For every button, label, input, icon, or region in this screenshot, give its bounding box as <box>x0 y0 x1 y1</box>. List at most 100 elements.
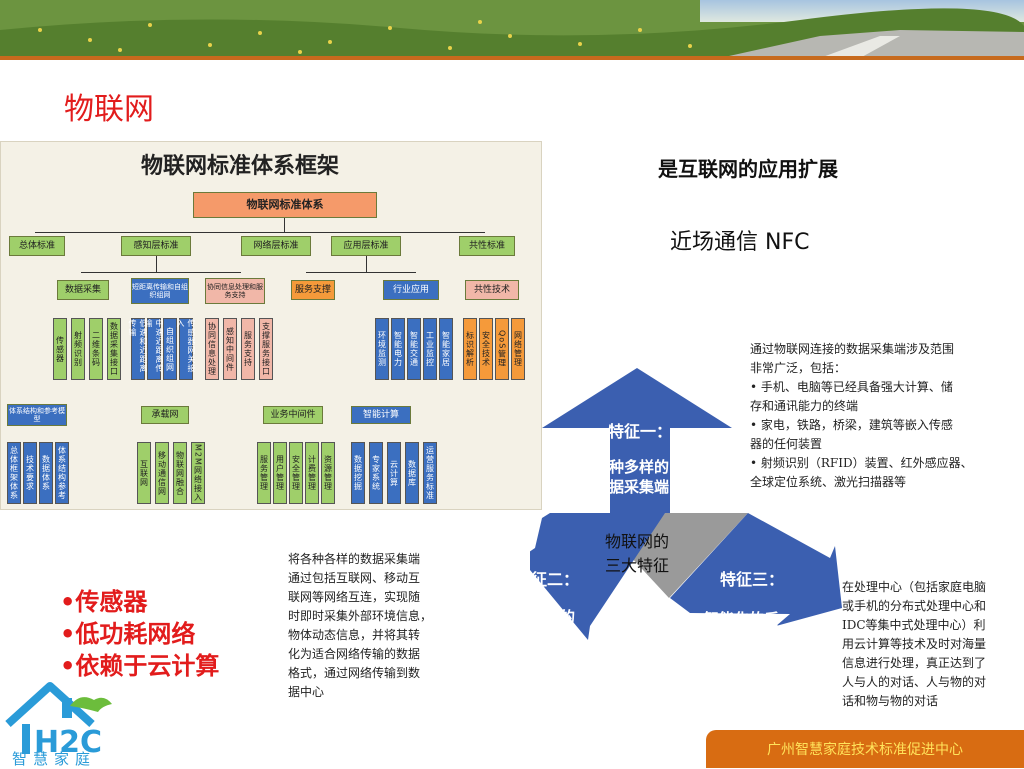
level2-data-collection: 数据采集 <box>57 280 109 300</box>
level2-architecture: 体系结构和参考模型 <box>7 404 67 426</box>
framework-root: 物联网标准体系 <box>193 192 377 218</box>
leaf: 数据库 <box>405 442 419 504</box>
note-line: 非常广泛，包括： <box>750 361 847 375</box>
feature1-body-line2: 数据采集端 <box>594 478 670 496</box>
logo-letters: H2C <box>34 725 102 760</box>
note-line: 通过包括互联网、移动互 <box>288 571 421 585</box>
iot-standard-framework-diagram: 物联网标准体系框架 物联网标准体系 总体标准 感知层标准 网络层标准 应用层标准… <box>0 141 542 510</box>
connector <box>366 256 367 272</box>
leaf: 计费管理 <box>305 442 319 504</box>
level1-common: 共性标准 <box>459 236 515 256</box>
banner-divider <box>0 56 1024 60</box>
note-line: • 家电，铁路，桥梁，建筑等嵌入传感 <box>750 418 953 432</box>
leaf: 数据体系 <box>39 442 53 504</box>
level1-application: 应用层标准 <box>331 236 401 256</box>
level1-network: 网络层标准 <box>241 236 311 256</box>
leaf: 智能家居 <box>439 318 453 380</box>
connector <box>156 256 157 272</box>
note-line: 时即时采集外部环境信息， <box>288 609 433 623</box>
leaf: 工业监控 <box>423 318 437 380</box>
level1-perception: 感知层标准 <box>121 236 191 256</box>
page-title: 物联网 <box>64 92 154 127</box>
level1-overall: 总体标准 <box>9 236 65 256</box>
note-data-collection: 通过物联网连接的数据采集端涉及范围 非常广泛，包括： • 手机、电脑等已经具备强… <box>750 340 1020 492</box>
note-line: 化为适合网络传输的数据 <box>288 647 421 661</box>
leaf: 网络管理 <box>511 318 525 380</box>
level2-middleware: 业务中间件 <box>263 406 323 424</box>
level2-bearer-network: 承载网 <box>141 406 189 424</box>
feature3-arrow <box>670 513 842 626</box>
level2-smart-computing: 智能计算 <box>351 406 411 424</box>
note-line: 人与人的对话、人与物的对 <box>842 675 987 689</box>
logo-text: 智慧家庭 <box>12 750 97 768</box>
note-line: 据中心 <box>288 685 325 699</box>
bullet-item: •依赖于云计算 <box>60 652 220 680</box>
leaf: 移动通信网 <box>155 442 169 504</box>
leaf: 数据挖掘 <box>351 442 365 504</box>
leaf: 自组织组网 <box>163 318 177 380</box>
leaf: 物联网融合 <box>173 442 187 504</box>
leaf: 服务管理 <box>257 442 271 504</box>
leaf: 智能交通 <box>407 318 421 380</box>
leaf: 安全技术 <box>479 318 493 380</box>
note-line: 用云计算等技术及时对海量 <box>842 637 987 651</box>
note-line: 或手机的分布式处理中心和 <box>842 599 987 613</box>
leaf: 体系结构参考 <box>55 442 69 504</box>
nfc-label: 近场通信 NFC <box>670 230 810 255</box>
note-line: 在处理中心（包括家庭电脑 <box>842 580 987 594</box>
leaf: 安全管理 <box>289 442 303 504</box>
leaf: 环境监测 <box>375 318 389 380</box>
leaf: 技术要求 <box>23 442 37 504</box>
bullet-item: •低功耗网络 <box>60 620 196 648</box>
bullet-item: •传感器 <box>60 588 148 616</box>
leaf: 专家系统 <box>369 442 383 504</box>
feature2-title: 特征二： <box>515 570 580 589</box>
connector <box>306 272 416 273</box>
leaf: 传感器 <box>53 318 67 380</box>
feature3-body-line1: 智能化的后 <box>704 610 780 628</box>
heading-internet-extension: 是互联网的应用扩展 <box>658 157 838 181</box>
center-label-line2: 三大特征 <box>605 556 670 575</box>
leaf: 智能电力 <box>391 318 405 380</box>
leaf: 协同信息处理 <box>205 318 219 380</box>
center-label-line1: 物联网的 <box>605 532 670 551</box>
feature2-body-line2: 传输网络 <box>508 628 569 646</box>
leaf: 二维条码 <box>89 318 103 380</box>
level2-collab: 协同信息处理和服务支持 <box>205 278 265 304</box>
note-line: • 手机、电脑等已经具备强大计算、储 <box>750 380 953 394</box>
leaf: 资源管理 <box>321 442 335 504</box>
three-features-diagram <box>530 368 842 640</box>
connector <box>35 232 485 233</box>
leaf: 总体框架体系 <box>7 442 21 504</box>
note-line: IDC等集中式处理中心）利 <box>842 618 986 632</box>
note-line: 存和通讯能力的终端 <box>750 399 859 413</box>
connector <box>284 218 285 232</box>
note-line: 器的任何装置 <box>750 437 823 451</box>
header-banner-image <box>0 0 1024 58</box>
note-line: • 射频识别（RFID）装置、红外感应器、 <box>750 456 973 470</box>
note-line: 格式，通过网络传输到数 <box>288 666 421 680</box>
level2-common-tech: 共性技术 <box>465 280 519 300</box>
note-line: 信息进行处理，真正达到了 <box>842 656 987 670</box>
leaf: QoS管理 <box>495 318 509 380</box>
leaf: 云计算 <box>387 442 401 504</box>
leaf: 数据采集接口 <box>107 318 121 380</box>
leaf: 感知中间件 <box>223 318 237 380</box>
note-processing: 在处理中心（包括家庭电脑 或手机的分布式处理中心和 IDC等集中式处理中心）利 … <box>842 578 1022 711</box>
note-line: 物体动态信息，并将其转 <box>288 628 421 642</box>
h2c-logo: H2C <box>5 682 112 760</box>
feature1-arrow <box>542 368 732 513</box>
footer-organization: 广州智慧家庭技术标准促进中心 <box>706 730 1024 768</box>
framework-title: 物联网标准体系框架 <box>141 154 340 179</box>
note-line: 全球定位系统、激光扫描器等 <box>750 475 907 489</box>
leaf: 互联网 <box>137 442 151 504</box>
level2-short-range: 短距离传输和自组织组网 <box>131 278 189 304</box>
leaf: 运营服务标准 <box>423 442 437 504</box>
leaf: M2M网络接入 <box>191 442 205 504</box>
level2-industry: 行业应用 <box>383 280 439 300</box>
leaf: 支撑服务接口 <box>259 318 273 380</box>
connector <box>81 272 241 273</box>
leaf: 用户管理 <box>273 442 287 504</box>
feature3-body-line2: 台数据处理 <box>708 630 784 648</box>
leaf: 射频识别 <box>71 318 85 380</box>
